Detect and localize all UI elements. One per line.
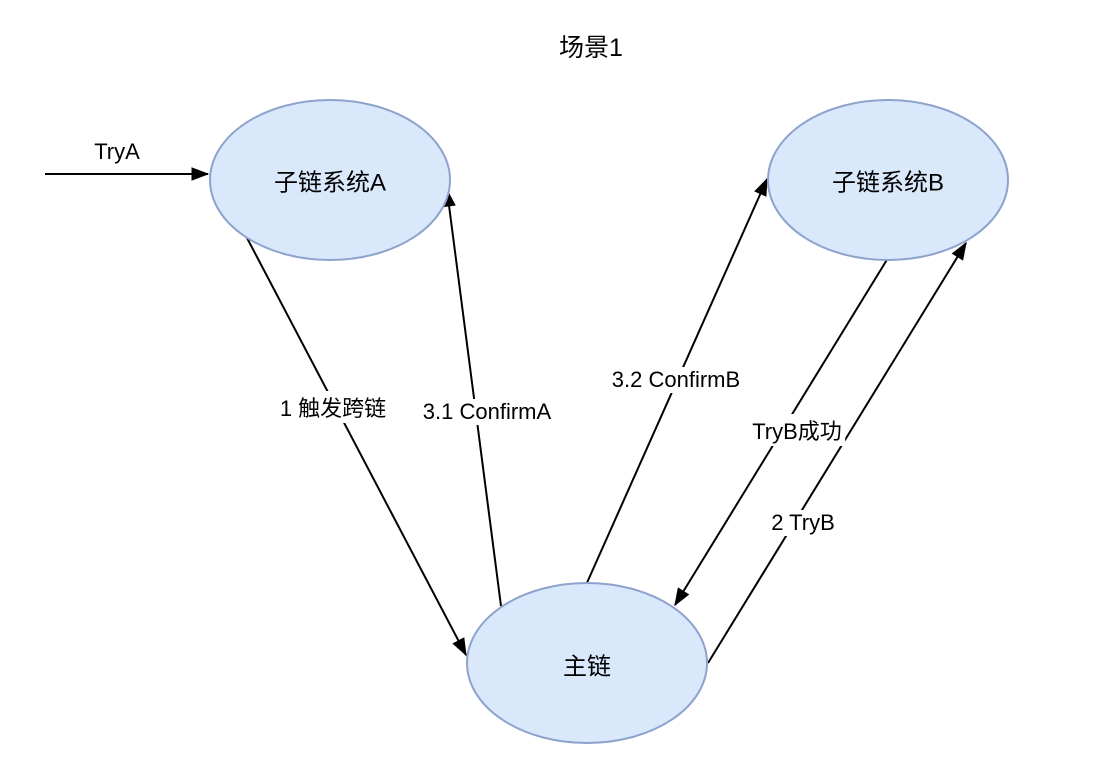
edge-tryb-success-label: TryB成功 (749, 414, 845, 446)
node-main-chain-label: 主链 (563, 653, 611, 681)
node-chain-a (209, 99, 451, 261)
edge-tryb-label: 2 TryB (768, 510, 838, 536)
edge-trya-label: TryA (91, 139, 143, 165)
node-main-chain (466, 582, 708, 744)
node-chain-b-label: 子链系统B (831, 169, 945, 197)
node-chain-a-label: 子链系统A (273, 169, 387, 197)
edge-tryb (707, 243, 967, 664)
node-chain-b (767, 99, 1009, 261)
edge-trigger-crosschain (245, 235, 467, 655)
diagram-title: 场景1 (559, 34, 623, 62)
edge-confirm-b-label: 3.2 ConfirmB (608, 367, 744, 393)
edge-trigger-crosschain-label: 1 触发跨链 (276, 391, 390, 423)
edge-confirm-a (447, 190, 502, 607)
edge-confirm-a-label: 3.1 ConfirmA (419, 399, 555, 425)
